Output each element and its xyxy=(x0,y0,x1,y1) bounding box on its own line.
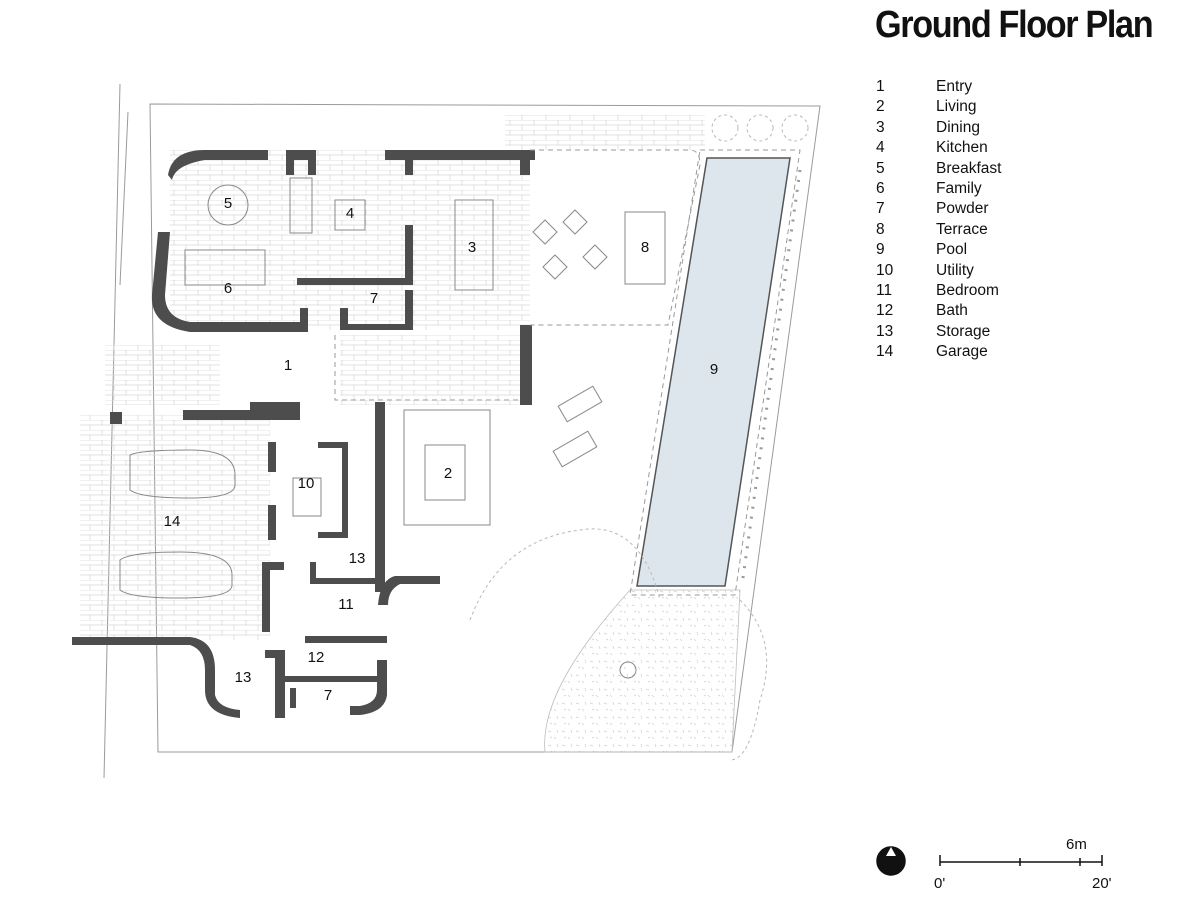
entry-canopy xyxy=(334,335,520,401)
label-powder-upper: 7 xyxy=(370,290,378,307)
scale-end-label: 20' xyxy=(1092,875,1112,892)
label-breakfast: 5 xyxy=(224,195,232,212)
room-labels: 1 2 3 4 5 6 7 8 9 10 11 12 13 14 13 7 xyxy=(164,195,719,704)
label-terrace: 8 xyxy=(641,239,649,256)
trees xyxy=(469,114,809,761)
label-storage-center: 13 xyxy=(349,550,366,567)
walls xyxy=(72,150,535,718)
label-storage-lower: 13 xyxy=(235,669,252,686)
terrace-outline xyxy=(530,149,701,326)
label-family: 6 xyxy=(224,280,232,297)
label-utility: 10 xyxy=(298,475,315,492)
label-bath: 12 xyxy=(308,649,325,666)
label-powder-lower: 7 xyxy=(324,687,332,704)
scale-metric-label: 6m xyxy=(1066,836,1087,853)
label-bedroom: 11 xyxy=(338,596,354,613)
pool-basin xyxy=(636,157,791,587)
north-arrow xyxy=(876,846,906,876)
scale-start-label: 0' xyxy=(934,875,945,892)
label-pool: 9 xyxy=(710,361,718,378)
label-dining: 3 xyxy=(468,239,476,256)
scale-bar: 6m 0' 20' xyxy=(934,836,1112,892)
label-entry: 1 xyxy=(284,357,292,374)
paving xyxy=(80,115,741,753)
label-living: 2 xyxy=(444,465,452,482)
furniture xyxy=(119,177,666,679)
label-kitchen: 4 xyxy=(346,205,354,222)
plan-title: Ground Floor Plan xyxy=(875,4,1154,46)
label-garage: 14 xyxy=(164,513,181,530)
pool-edge xyxy=(629,149,801,596)
